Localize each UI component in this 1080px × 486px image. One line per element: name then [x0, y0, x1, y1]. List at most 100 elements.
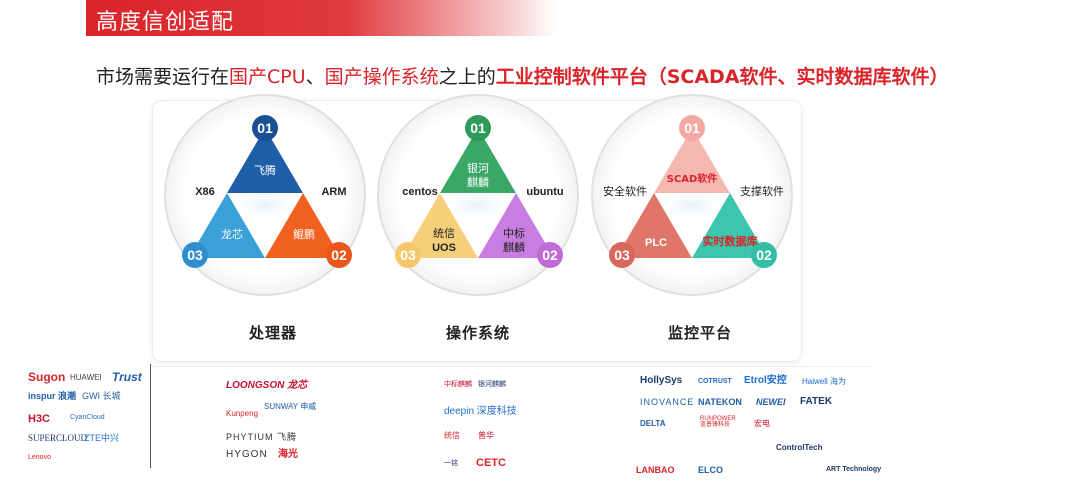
logo-gwi: GWI 长城	[82, 391, 121, 401]
label-left: PLC	[645, 237, 667, 249]
logo-delta: DELTA	[640, 419, 666, 428]
logo-haiwell: Haiwell 海为	[802, 377, 847, 386]
badge-01-text: 01	[684, 120, 700, 136]
logo-zte: ZTE中兴	[84, 433, 119, 443]
badge-03	[395, 242, 421, 268]
logo-art: ART Technology	[826, 466, 882, 473]
label-top: SCAD软件	[667, 172, 718, 185]
label-left-1: 统信	[433, 227, 455, 240]
logo-cyancloud: CyanCloud	[70, 414, 105, 421]
logo-trust: Trust	[112, 370, 142, 384]
logo-cetc: CETC	[476, 457, 506, 469]
triangle-right	[265, 193, 341, 258]
subtitle: 市场需要运行在国产CPU、国产操作系统之上的工业控制软件平台（SCADA软件、实…	[96, 62, 949, 89]
label-top-2: 麒麟	[467, 175, 489, 189]
logo-controltech: ControlTech	[776, 443, 823, 452]
logo-puhua: 普华	[478, 431, 494, 440]
logo-kylin: 银河麒麟	[478, 381, 506, 388]
label-side-left: centos	[402, 186, 437, 198]
header-bar	[86, 0, 556, 36]
center-glow	[225, 187, 305, 223]
badge-01	[252, 115, 278, 141]
logo-natekon: NATEKON	[698, 397, 742, 407]
diagram-processor: 01 02 03 飞腾 龙芯 鲲鹏 X86 ARM	[164, 94, 366, 296]
label-right-2: 麒麟	[503, 240, 525, 254]
badge-02	[326, 242, 352, 268]
caption-processor: 处理器	[248, 324, 297, 342]
badge-03-text: 03	[187, 247, 203, 263]
logo-loongson: LOONGSON 龙芯	[226, 380, 308, 391]
logo-hollysys: HollySys	[640, 375, 683, 386]
subtitle-platform: 工业控制软件平台（SCADA软件、实时数据库软件）	[495, 66, 949, 88]
badge-02-text: 02	[756, 247, 772, 263]
logo-h3c: H3C	[28, 413, 51, 425]
badge-02-text: 02	[331, 247, 347, 263]
logo-fatek: FATEK	[800, 396, 833, 407]
logo-divider	[150, 364, 151, 468]
subtitle-sep: 、	[305, 66, 325, 88]
badge-01	[465, 115, 491, 141]
badge-01-text: 01	[470, 120, 486, 136]
triangle-top	[654, 128, 730, 193]
label-right: 实时数据库	[703, 234, 758, 248]
logo-inovance: INOVANCE	[640, 397, 695, 407]
logo-sunway: SUNWAY 申威	[264, 402, 317, 411]
badge-01-text: 01	[257, 120, 273, 136]
label-left-2: UOS	[432, 242, 456, 254]
label-top: 飞腾	[254, 163, 276, 177]
logo-haiguang: 海光	[278, 449, 298, 460]
logo-yiming: 一铭	[444, 460, 458, 467]
logo-cotrust: COTRUST	[698, 378, 732, 385]
label-top-1: 银河	[467, 161, 489, 175]
triangle-left	[616, 193, 692, 258]
logo-hongdian: 宏电	[754, 419, 770, 428]
label-right: 鲲鹏	[293, 227, 315, 241]
logo-deepin: deepin 深度科技	[444, 406, 517, 417]
subtitle-os: 国产操作系统	[324, 66, 439, 88]
logo-kunpeng: Kunpeng	[226, 409, 259, 418]
label-side-right: ubuntu	[526, 186, 563, 198]
label-side-right: ARM	[321, 186, 346, 198]
logo-sugon: Sugon	[28, 370, 66, 384]
logo-lanbao: LANBAO	[636, 465, 675, 475]
subtitle-part1: 市场需要运行在	[96, 66, 230, 88]
label-right-1: 中标	[503, 226, 525, 240]
badge-01	[679, 115, 705, 141]
label-side-left: X86	[195, 186, 215, 198]
badge-03-text: 03	[614, 247, 630, 263]
center-glow	[652, 187, 732, 223]
triangle-top	[440, 128, 516, 193]
logo-lenovo: Lenovo	[28, 454, 51, 461]
triangle-right	[692, 193, 768, 258]
diagram-os: 01 02 03 银河 麒麟 统信 UOS 中标 麒麟 centos ubunt…	[377, 94, 579, 296]
triangle-left	[189, 193, 265, 258]
logo-hygon: HYGON	[226, 449, 268, 460]
triangle-right	[478, 193, 554, 258]
label-side-right: 支撑软件	[740, 184, 784, 198]
logo-elco: ELCO	[698, 465, 724, 475]
logo-inspur: inspur 浪潮	[28, 391, 77, 401]
logo-neokylin: 中标麒麟	[444, 381, 472, 388]
badge-02	[751, 242, 777, 268]
badge-03	[182, 242, 208, 268]
label-left: 龙芯	[221, 227, 243, 241]
logo-top-line	[152, 366, 872, 367]
badge-02-text: 02	[542, 247, 558, 263]
triangle-top	[227, 128, 303, 193]
diagram-monitoring: 01 02 03 SCAD软件 PLC 实时数据库 安全软件 支撑软件	[591, 94, 793, 296]
logo-supercloud: SUPERCLOUD	[28, 433, 88, 443]
logo-phytium: PHYTIUM 飞腾	[226, 432, 298, 442]
logo-etrol: Etrol安控	[744, 375, 787, 386]
center-glow	[438, 187, 518, 223]
logo-huawei: HUAWEI	[70, 373, 102, 382]
badge-03-text: 03	[400, 247, 416, 263]
badge-03	[609, 242, 635, 268]
subtitle-cpu: 国产CPU	[229, 66, 306, 88]
triangle-left	[402, 193, 478, 258]
caption-monitoring: 监控平台	[667, 324, 732, 342]
label-side-left: 安全软件	[603, 184, 647, 198]
badge-02	[537, 242, 563, 268]
logo-runpower: RUNPOWER 蓝普锋科技	[700, 416, 736, 428]
logo-newei: NEWEI	[756, 397, 786, 407]
